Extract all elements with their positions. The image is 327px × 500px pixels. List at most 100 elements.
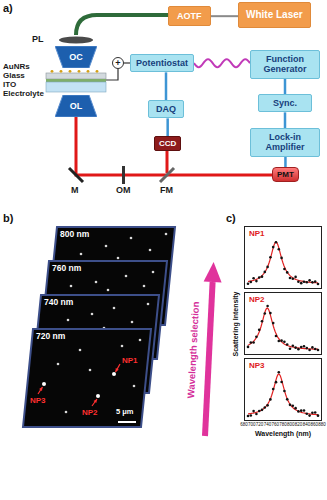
axis-title: Wavelength (nm) bbox=[255, 430, 311, 438]
flip-mirror bbox=[160, 168, 174, 182]
spectrum-plot: NP2 bbox=[244, 292, 322, 355]
data-point bbox=[264, 312, 267, 315]
data-point bbox=[252, 410, 255, 413]
particle-spot bbox=[80, 253, 83, 256]
data-point bbox=[250, 281, 253, 284]
tick-label: 820 bbox=[295, 422, 303, 427]
particle-spot bbox=[96, 394, 100, 398]
fit-curve bbox=[248, 242, 318, 283]
lens-body bbox=[55, 95, 97, 117]
data-point bbox=[314, 348, 317, 351]
node-label: White Laser bbox=[246, 9, 303, 21]
tick-label: 720 bbox=[256, 422, 264, 427]
data-point bbox=[247, 282, 250, 285]
data-point bbox=[255, 280, 258, 283]
data-point bbox=[247, 346, 250, 349]
callout-label: NP1 bbox=[122, 356, 138, 365]
data-point bbox=[283, 268, 286, 271]
data-point bbox=[275, 381, 278, 384]
data-point bbox=[272, 388, 275, 391]
node-label: OL bbox=[70, 101, 83, 111]
callout-label: NP3 bbox=[30, 396, 46, 405]
nanorod bbox=[87, 70, 90, 73]
data-point bbox=[300, 346, 303, 349]
pointer-head bbox=[116, 368, 119, 372]
data-point bbox=[286, 398, 289, 401]
data-point bbox=[278, 371, 281, 374]
callout-label: 5 μm bbox=[116, 408, 134, 417]
data-point bbox=[294, 276, 297, 279]
node-label: 720 nm bbox=[36, 332, 65, 342]
data-point bbox=[261, 275, 264, 278]
data-point bbox=[247, 415, 250, 418]
data-point bbox=[264, 271, 267, 274]
data-point bbox=[283, 340, 286, 343]
nanorod bbox=[51, 70, 54, 73]
part-label: OM bbox=[116, 185, 131, 195]
data-point bbox=[300, 409, 303, 412]
data-points bbox=[247, 241, 320, 285]
data-point bbox=[308, 414, 311, 417]
node-label: Function Generator bbox=[256, 54, 314, 75]
selection-arrow bbox=[205, 282, 213, 436]
nanorod bbox=[60, 70, 63, 73]
particle-spot bbox=[131, 321, 134, 324]
image-panel: 720 nmNP1NP3NP25 μm bbox=[22, 328, 152, 428]
data-point bbox=[289, 347, 292, 350]
instrument-box: Function Generator bbox=[250, 50, 320, 79]
electrode-wire bbox=[106, 69, 118, 81]
data-point bbox=[303, 409, 306, 412]
substrate-layer bbox=[46, 73, 106, 79]
data-point bbox=[280, 257, 283, 260]
image-ground bbox=[23, 329, 151, 427]
particle-spot bbox=[57, 363, 60, 366]
data-point bbox=[306, 347, 309, 350]
cable-link bbox=[284, 157, 287, 167]
data-points bbox=[247, 305, 320, 352]
particle-spot bbox=[113, 307, 116, 310]
data-point bbox=[317, 349, 320, 352]
data-point bbox=[264, 406, 267, 409]
data-point bbox=[255, 335, 258, 338]
data-point bbox=[266, 305, 269, 308]
scale-bar bbox=[118, 421, 136, 423]
data-point bbox=[292, 404, 295, 407]
axis-title: Scattering Intensity bbox=[232, 292, 240, 357]
nanorod bbox=[96, 70, 99, 73]
data-point bbox=[261, 409, 264, 412]
node-label: CCD bbox=[159, 139, 176, 148]
data-point bbox=[252, 341, 255, 344]
particle-spot bbox=[112, 372, 116, 376]
signal-wave bbox=[194, 59, 250, 67]
layer-label: Electrolyte bbox=[3, 89, 44, 98]
tick-label: 760 bbox=[271, 422, 279, 427]
pointer-head bbox=[39, 387, 42, 391]
beam-link bbox=[211, 15, 239, 17]
data-point bbox=[272, 322, 275, 325]
tick-label: 840 bbox=[303, 422, 311, 427]
instrument-box: Potentiostat bbox=[130, 54, 194, 72]
spectrum-plot: NP3 bbox=[244, 358, 322, 421]
data-point bbox=[269, 398, 272, 401]
data-point bbox=[280, 381, 283, 384]
data-point bbox=[275, 335, 278, 338]
camera-box: CCD bbox=[154, 136, 181, 151]
terminal-sign: + bbox=[115, 58, 120, 68]
layer-label: AuNRs bbox=[3, 62, 30, 71]
data-point bbox=[317, 283, 320, 286]
data-point bbox=[286, 271, 289, 274]
node-label: Sync. bbox=[264, 98, 306, 108]
node-label: Potentiostat bbox=[136, 58, 188, 68]
particle-spot bbox=[91, 313, 94, 316]
particle-spot bbox=[139, 339, 142, 342]
data-point bbox=[258, 410, 261, 413]
data-point bbox=[297, 280, 300, 283]
electrode-terminal bbox=[113, 58, 124, 69]
data-point bbox=[306, 281, 309, 284]
node-label: 740 nm bbox=[44, 298, 73, 308]
particle-spot bbox=[42, 382, 46, 386]
part-label: FM bbox=[160, 185, 173, 195]
cable-link bbox=[284, 79, 287, 94]
cable-link bbox=[284, 112, 287, 128]
panel-letter: a) bbox=[3, 2, 13, 15]
